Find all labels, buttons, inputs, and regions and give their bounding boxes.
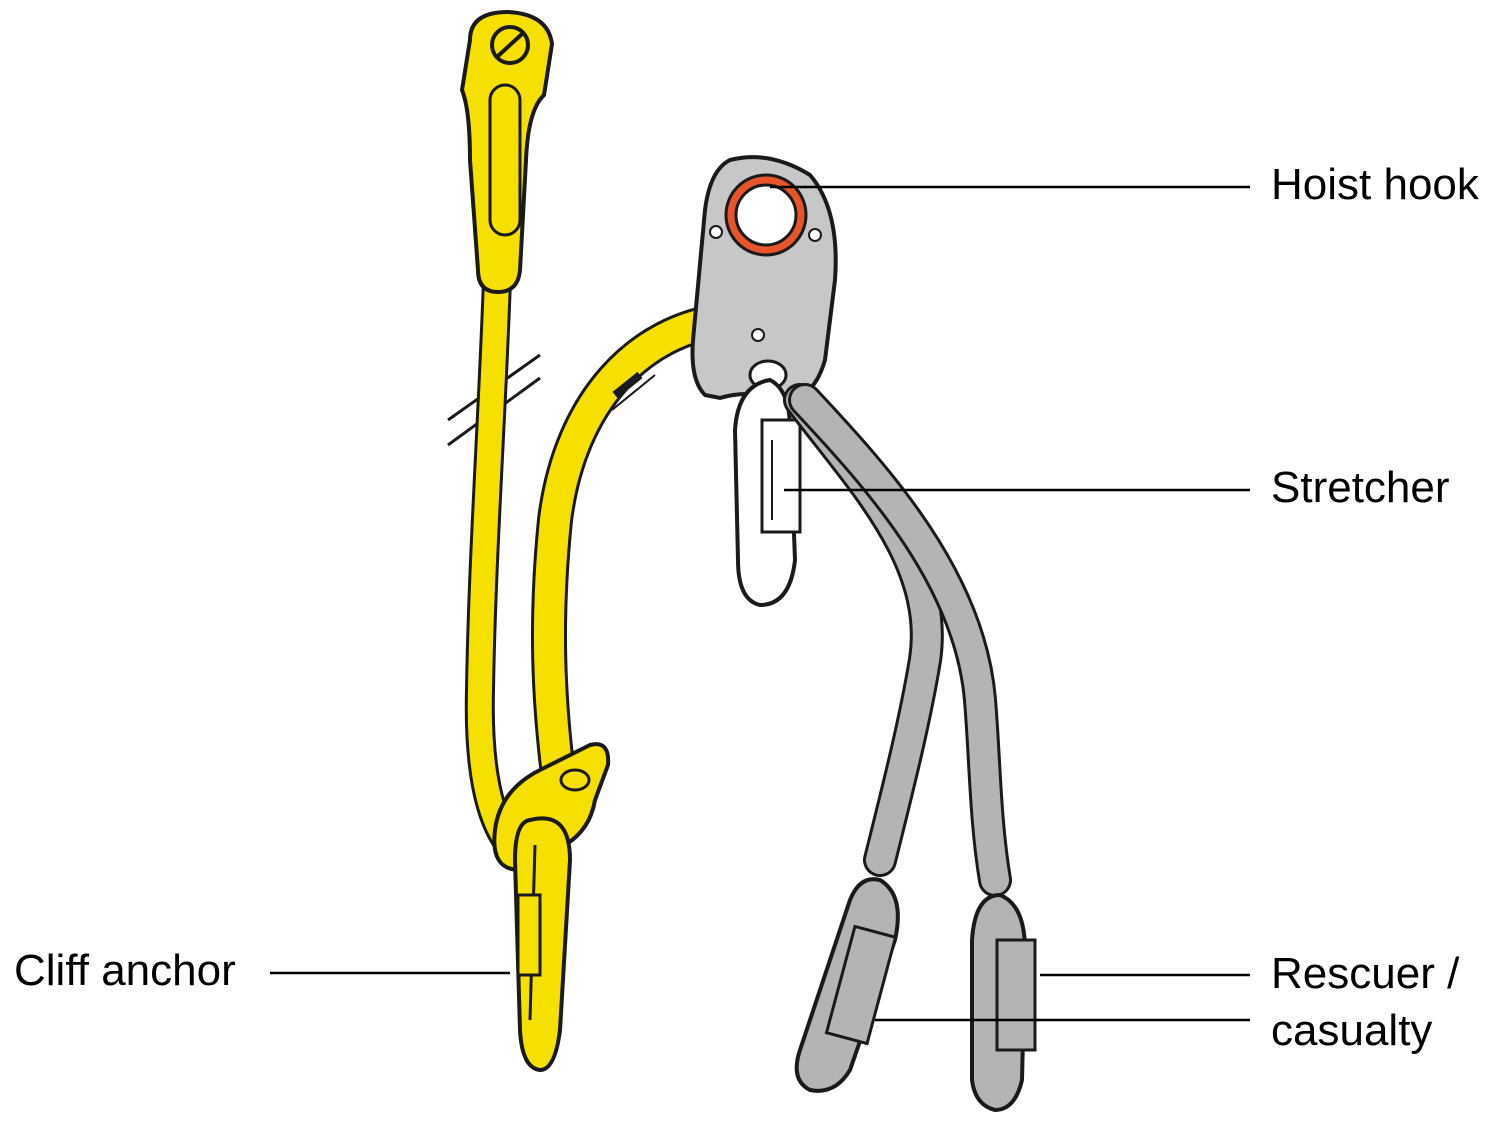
grey-carabiner-left: [797, 879, 898, 1091]
label-stretcher: Stretcher: [1271, 463, 1450, 513]
label-rescuer: Rescuer /: [1271, 949, 1459, 999]
grey-carabiner-right: [972, 895, 1035, 1110]
yellow-short-rope: [549, 320, 725, 790]
label-casualty: casualty: [1271, 1006, 1432, 1056]
label-hoist-hook: Hoist hook: [1271, 160, 1479, 210]
rigging-plate: [693, 157, 836, 400]
cliff-anchor-carabiner: [515, 818, 570, 1070]
label-cliff-anchor: Cliff anchor: [14, 946, 236, 996]
